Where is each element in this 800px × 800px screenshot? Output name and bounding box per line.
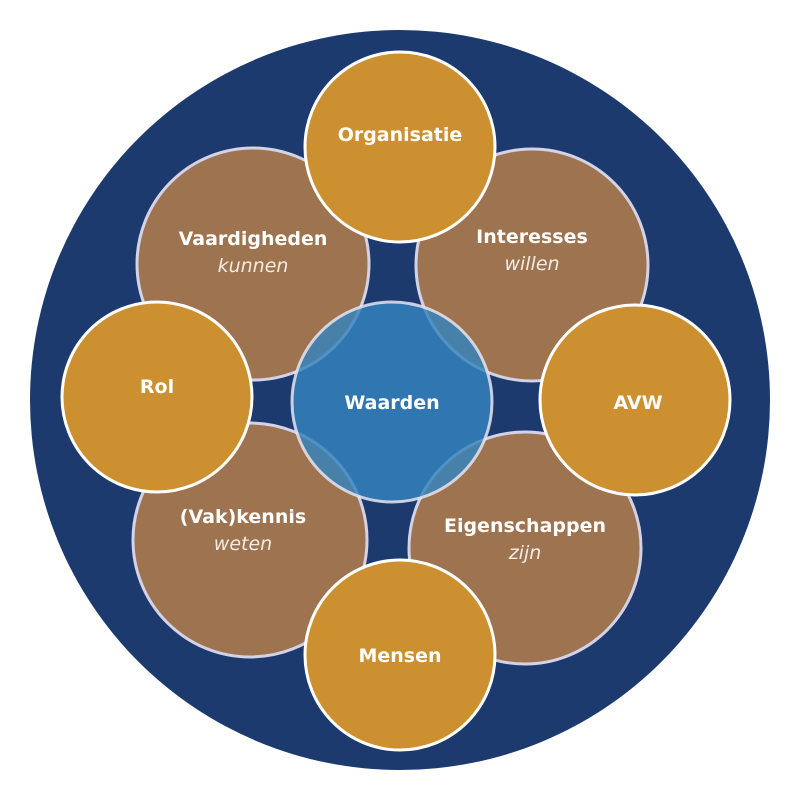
organisatie-label: Organisatie	[338, 124, 463, 146]
eigenschappen-subtitle: zijn	[508, 542, 542, 564]
rol-label: Rol	[140, 376, 174, 398]
vaardigheden-subtitle: kunnen	[218, 255, 289, 277]
gold-circle-avw: AVW	[538, 303, 732, 497]
interesses-title: Interesses	[476, 226, 588, 248]
vakkennis-subtitle: weten	[214, 533, 272, 555]
gold-circle-mensen: Mensen	[303, 558, 497, 752]
gold-circle-rol: Rol	[60, 300, 254, 494]
avw-label: AVW	[613, 392, 662, 414]
eigenschappen-title: Eigenschappen	[444, 515, 606, 537]
vakkennis-title: (Vak)kennis	[180, 506, 306, 528]
interesses-subtitle: willen	[504, 253, 559, 275]
mensen-label: Mensen	[358, 645, 441, 667]
center-circle-waarden: Waarden	[290, 300, 494, 504]
waarden-label: Waarden	[344, 392, 439, 414]
vaardigheden-title: Vaardigheden	[179, 228, 328, 250]
gold-circle-organisatie: Organisatie	[303, 50, 497, 244]
